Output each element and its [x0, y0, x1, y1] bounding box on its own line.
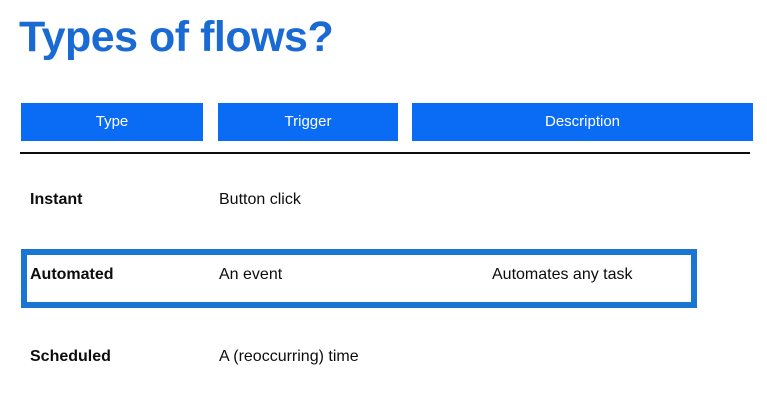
cell-type: Automated: [30, 266, 114, 283]
cell-type: Scheduled: [30, 348, 111, 365]
table-header-type: Type: [21, 103, 203, 141]
cell-trigger: A (reoccurring) time: [219, 348, 359, 365]
table-header-description: Description: [412, 103, 753, 141]
table-header-trigger: Trigger: [218, 103, 398, 141]
cell-description: [492, 180, 722, 220]
table-row: Scheduled A (reoccurring) time: [0, 337, 767, 377]
cell-description: Automates any task: [492, 266, 633, 283]
cell-type: Instant: [30, 191, 83, 208]
page-title: Types of flows?: [19, 13, 334, 61]
cell-trigger: Button click: [219, 191, 301, 208]
table-row: Automated An event Automates any task: [0, 255, 767, 295]
cell-trigger: An event: [219, 266, 283, 283]
table-header-divider: [20, 152, 750, 154]
cell-description: [492, 337, 722, 377]
table-row: Instant Button click: [0, 180, 767, 220]
